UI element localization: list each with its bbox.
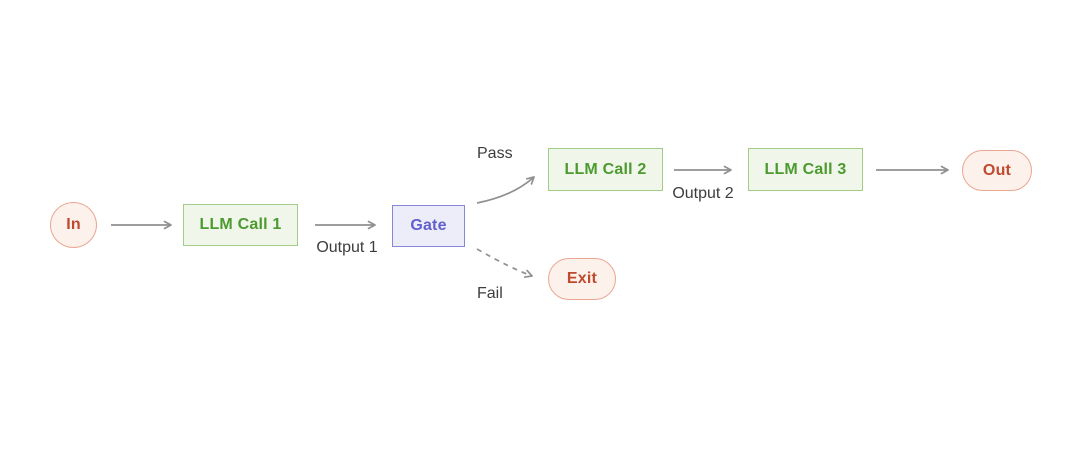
edge-label-output-1: Output 1: [316, 239, 378, 256]
node-llm-call-1: LLM Call 1: [183, 204, 298, 246]
node-llm-call-2: LLM Call 2: [548, 148, 663, 191]
node-in-label: In: [66, 216, 81, 233]
edge-gate-to-exit: [476, 248, 533, 278]
node-llm-call-1-label: LLM Call 1: [199, 216, 282, 233]
edge-label-fail: Fail: [477, 285, 503, 302]
node-llm-call-2-label: LLM Call 2: [564, 160, 647, 178]
node-llm-call-3-label: LLM Call 3: [764, 160, 847, 178]
edge-label-pass: Pass: [477, 145, 513, 162]
node-gate-label: Gate: [410, 217, 447, 234]
node-out-label: Out: [982, 161, 1012, 179]
node-out: Out: [962, 150, 1032, 191]
node-in: In: [50, 202, 97, 248]
node-exit: Exit: [548, 258, 616, 300]
edge-label-output-2: Output 2: [672, 185, 734, 202]
node-exit-label: Exit: [566, 270, 598, 287]
edge-gate-to-llm-call-2: [476, 176, 535, 204]
node-gate: Gate: [392, 205, 465, 247]
node-llm-call-3: LLM Call 3: [748, 148, 863, 191]
